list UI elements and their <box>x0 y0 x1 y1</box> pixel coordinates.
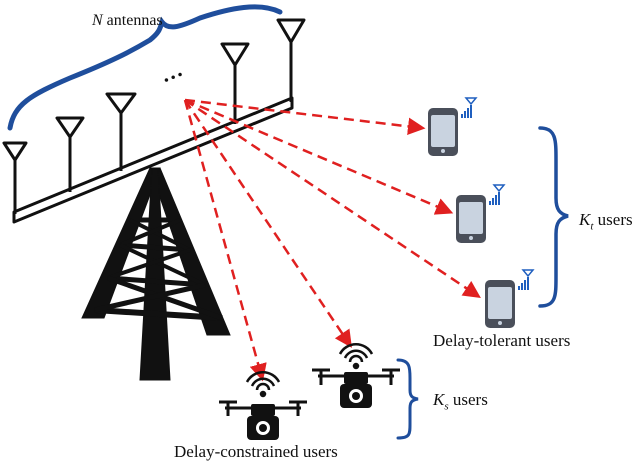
antenna-icon <box>276 18 306 102</box>
antenna-icon <box>105 92 137 171</box>
delay-tolerant-label: Delay-tolerant users <box>433 331 571 350</box>
beam-to-phone-3 <box>184 98 481 298</box>
wifi-icon <box>245 371 281 398</box>
kt-users-brace <box>538 126 569 308</box>
antennas-text: antennas <box>106 12 163 29</box>
delay-constrained-label: Delay-constrained users <box>174 442 338 461</box>
signal-icon <box>461 97 478 118</box>
antenna-array-bar <box>12 96 294 224</box>
antennas-brace <box>7 4 283 131</box>
antenna-icon <box>55 116 85 192</box>
ks-subscript: s <box>444 400 449 413</box>
ks-users-label: Ks users <box>433 390 488 412</box>
antenna-array <box>12 96 294 224</box>
drone-camera-icon <box>312 343 400 408</box>
ks-text: users <box>452 390 488 409</box>
beams <box>183 98 481 382</box>
wifi-icon <box>338 343 374 370</box>
ks-symbol: K <box>433 390 445 409</box>
antennas-label: N antennas <box>92 12 163 30</box>
antenna-ellipsis: ··· <box>158 61 188 92</box>
signal-icon <box>518 269 535 290</box>
ks-users-brace <box>396 358 419 440</box>
phone-icon <box>485 269 535 328</box>
antenna-icon <box>2 141 28 214</box>
beam-to-drone-1 <box>183 99 352 348</box>
kt-users-label: Kt users <box>579 210 633 232</box>
antenna-icon <box>220 42 250 124</box>
antennas-symbol: N <box>92 12 103 29</box>
beam-to-phone-1 <box>184 98 426 136</box>
kt-symbol: K <box>579 210 591 229</box>
phone-icon <box>456 184 506 243</box>
kt-text: users <box>597 210 633 229</box>
signal-icon <box>489 184 506 205</box>
kt-subscript: t <box>590 220 594 233</box>
drone-camera-icon <box>219 371 307 440</box>
phone-icon <box>428 97 478 156</box>
beam-to-drone-2 <box>183 99 267 382</box>
tower-icon <box>81 167 231 381</box>
